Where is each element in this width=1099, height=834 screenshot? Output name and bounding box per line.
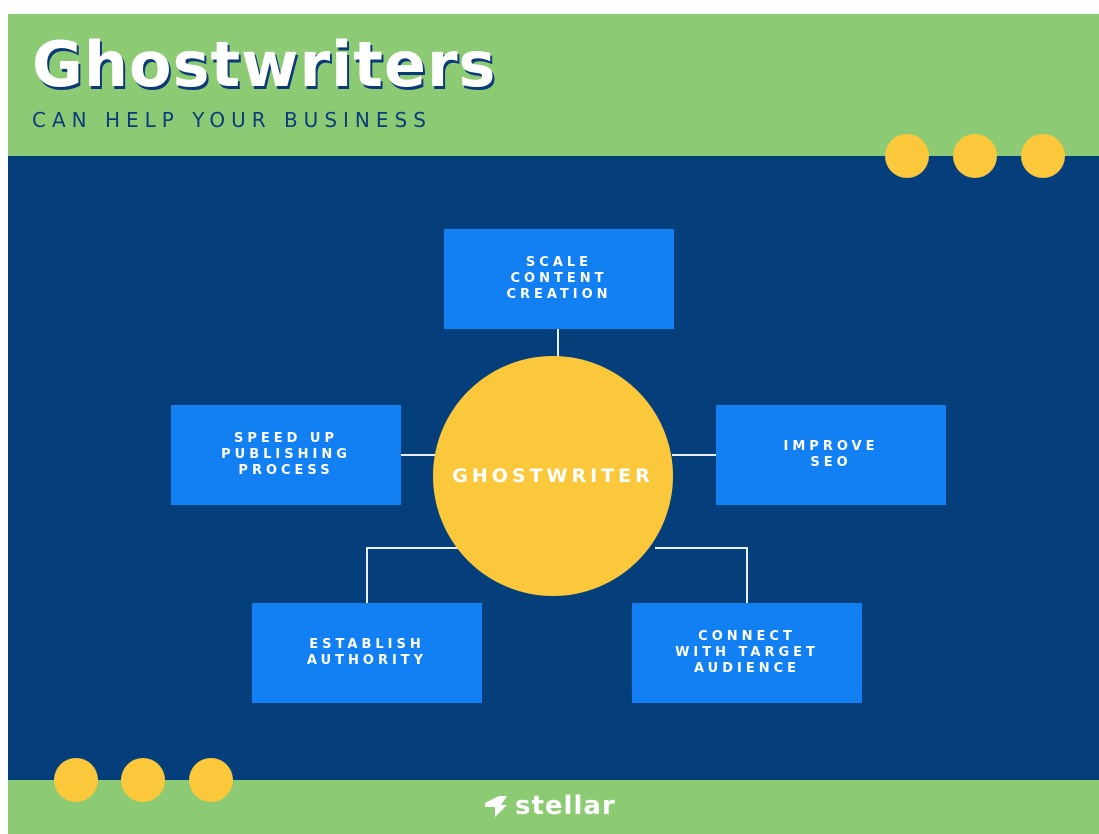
node-establish-authority: ESTABLISH AUTHORITY xyxy=(252,603,482,703)
decorative-dot xyxy=(1021,134,1065,178)
connector-bottom-left xyxy=(366,547,458,604)
node-label: IMPROVE SEO xyxy=(783,439,879,470)
decorative-dot xyxy=(54,758,98,802)
node-label: CONNECT WITH TARGET AUDIENCE xyxy=(675,629,819,676)
node-improve-seo: IMPROVE SEO xyxy=(716,405,946,505)
center-hub: GHOSTWRITER xyxy=(433,356,673,596)
stellar-logo-icon xyxy=(485,796,507,817)
node-scale-content-creation: SCALE CONTENT CREATION xyxy=(444,229,674,329)
header-band: Ghostwriters CAN HELP YOUR BUSINESS xyxy=(8,14,1099,156)
node-speed-up-publishing: SPEED UP PUBLISHING PROCESS xyxy=(171,405,401,505)
stellar-logo: stellar xyxy=(483,789,616,823)
hub-label: GHOSTWRITER xyxy=(452,465,654,487)
page-title: Ghostwriters xyxy=(32,28,497,101)
node-connect-target-audience: CONNECT WITH TARGET AUDIENCE xyxy=(632,603,862,703)
decorative-dot xyxy=(121,758,165,802)
connector-bottom-right xyxy=(655,547,748,604)
node-label: SPEED UP PUBLISHING PROCESS xyxy=(221,431,351,478)
infographic: Ghostwriters CAN HELP YOUR BUSINESS SCAL… xyxy=(8,14,1099,834)
node-label: ESTABLISH AUTHORITY xyxy=(306,637,428,668)
decorative-dot xyxy=(189,758,233,802)
decorative-dot xyxy=(885,134,929,178)
node-label: SCALE CONTENT CREATION xyxy=(506,255,612,302)
decorative-dot xyxy=(953,134,997,178)
page-subtitle: CAN HELP YOUR BUSINESS xyxy=(32,108,432,132)
logo-text: stellar xyxy=(515,791,616,821)
